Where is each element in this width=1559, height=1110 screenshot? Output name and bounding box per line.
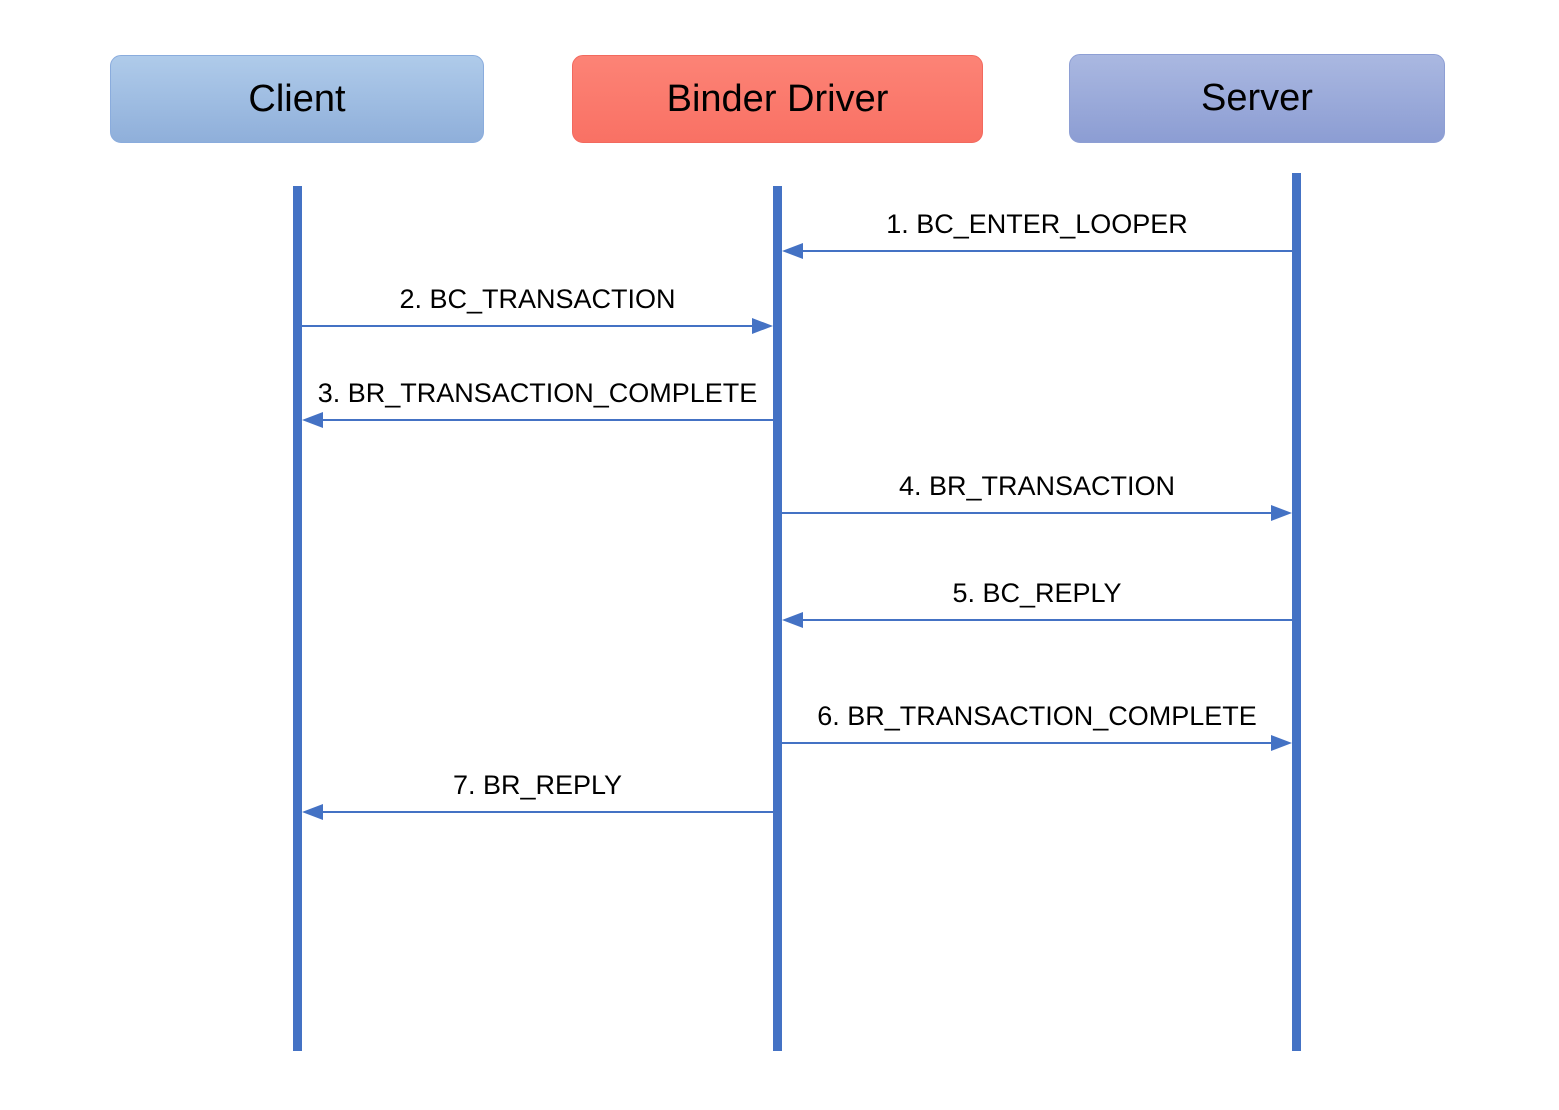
lifeline-binder-driver — [773, 186, 782, 1051]
message-label: 2. BC_TRANSACTION — [399, 284, 676, 314]
message-label: 6. BR_TRANSACTION_COMPLETE — [817, 701, 1257, 731]
actor-box-binder-driver: Binder Driver — [572, 55, 983, 143]
message-line — [320, 419, 773, 421]
message-line — [302, 325, 755, 327]
message-label: 1. BC_ENTER_LOOPER — [886, 209, 1188, 239]
lifeline-server — [1292, 173, 1301, 1051]
actor-box-server: Server — [1069, 54, 1445, 143]
message-label: 5. BC_REPLY — [952, 578, 1122, 608]
arrowhead-icon — [1271, 735, 1292, 751]
arrowhead-icon — [782, 612, 803, 628]
lifeline-client — [293, 186, 302, 1051]
message-line — [800, 619, 1292, 621]
arrowhead-icon — [302, 412, 323, 428]
message-line — [800, 250, 1292, 252]
arrowhead-icon — [1271, 505, 1292, 521]
arrowhead-icon — [752, 318, 773, 334]
arrowhead-icon — [302, 804, 323, 820]
actor-box-client: Client — [110, 55, 484, 143]
message-label: 3. BR_TRANSACTION_COMPLETE — [317, 378, 758, 408]
message-label: 4. BR_TRANSACTION — [898, 471, 1176, 501]
message-line — [320, 811, 773, 813]
message-line — [782, 512, 1274, 514]
message-label: 7. BR_REPLY — [452, 770, 623, 800]
arrowhead-icon — [782, 243, 803, 259]
message-line — [782, 742, 1274, 744]
